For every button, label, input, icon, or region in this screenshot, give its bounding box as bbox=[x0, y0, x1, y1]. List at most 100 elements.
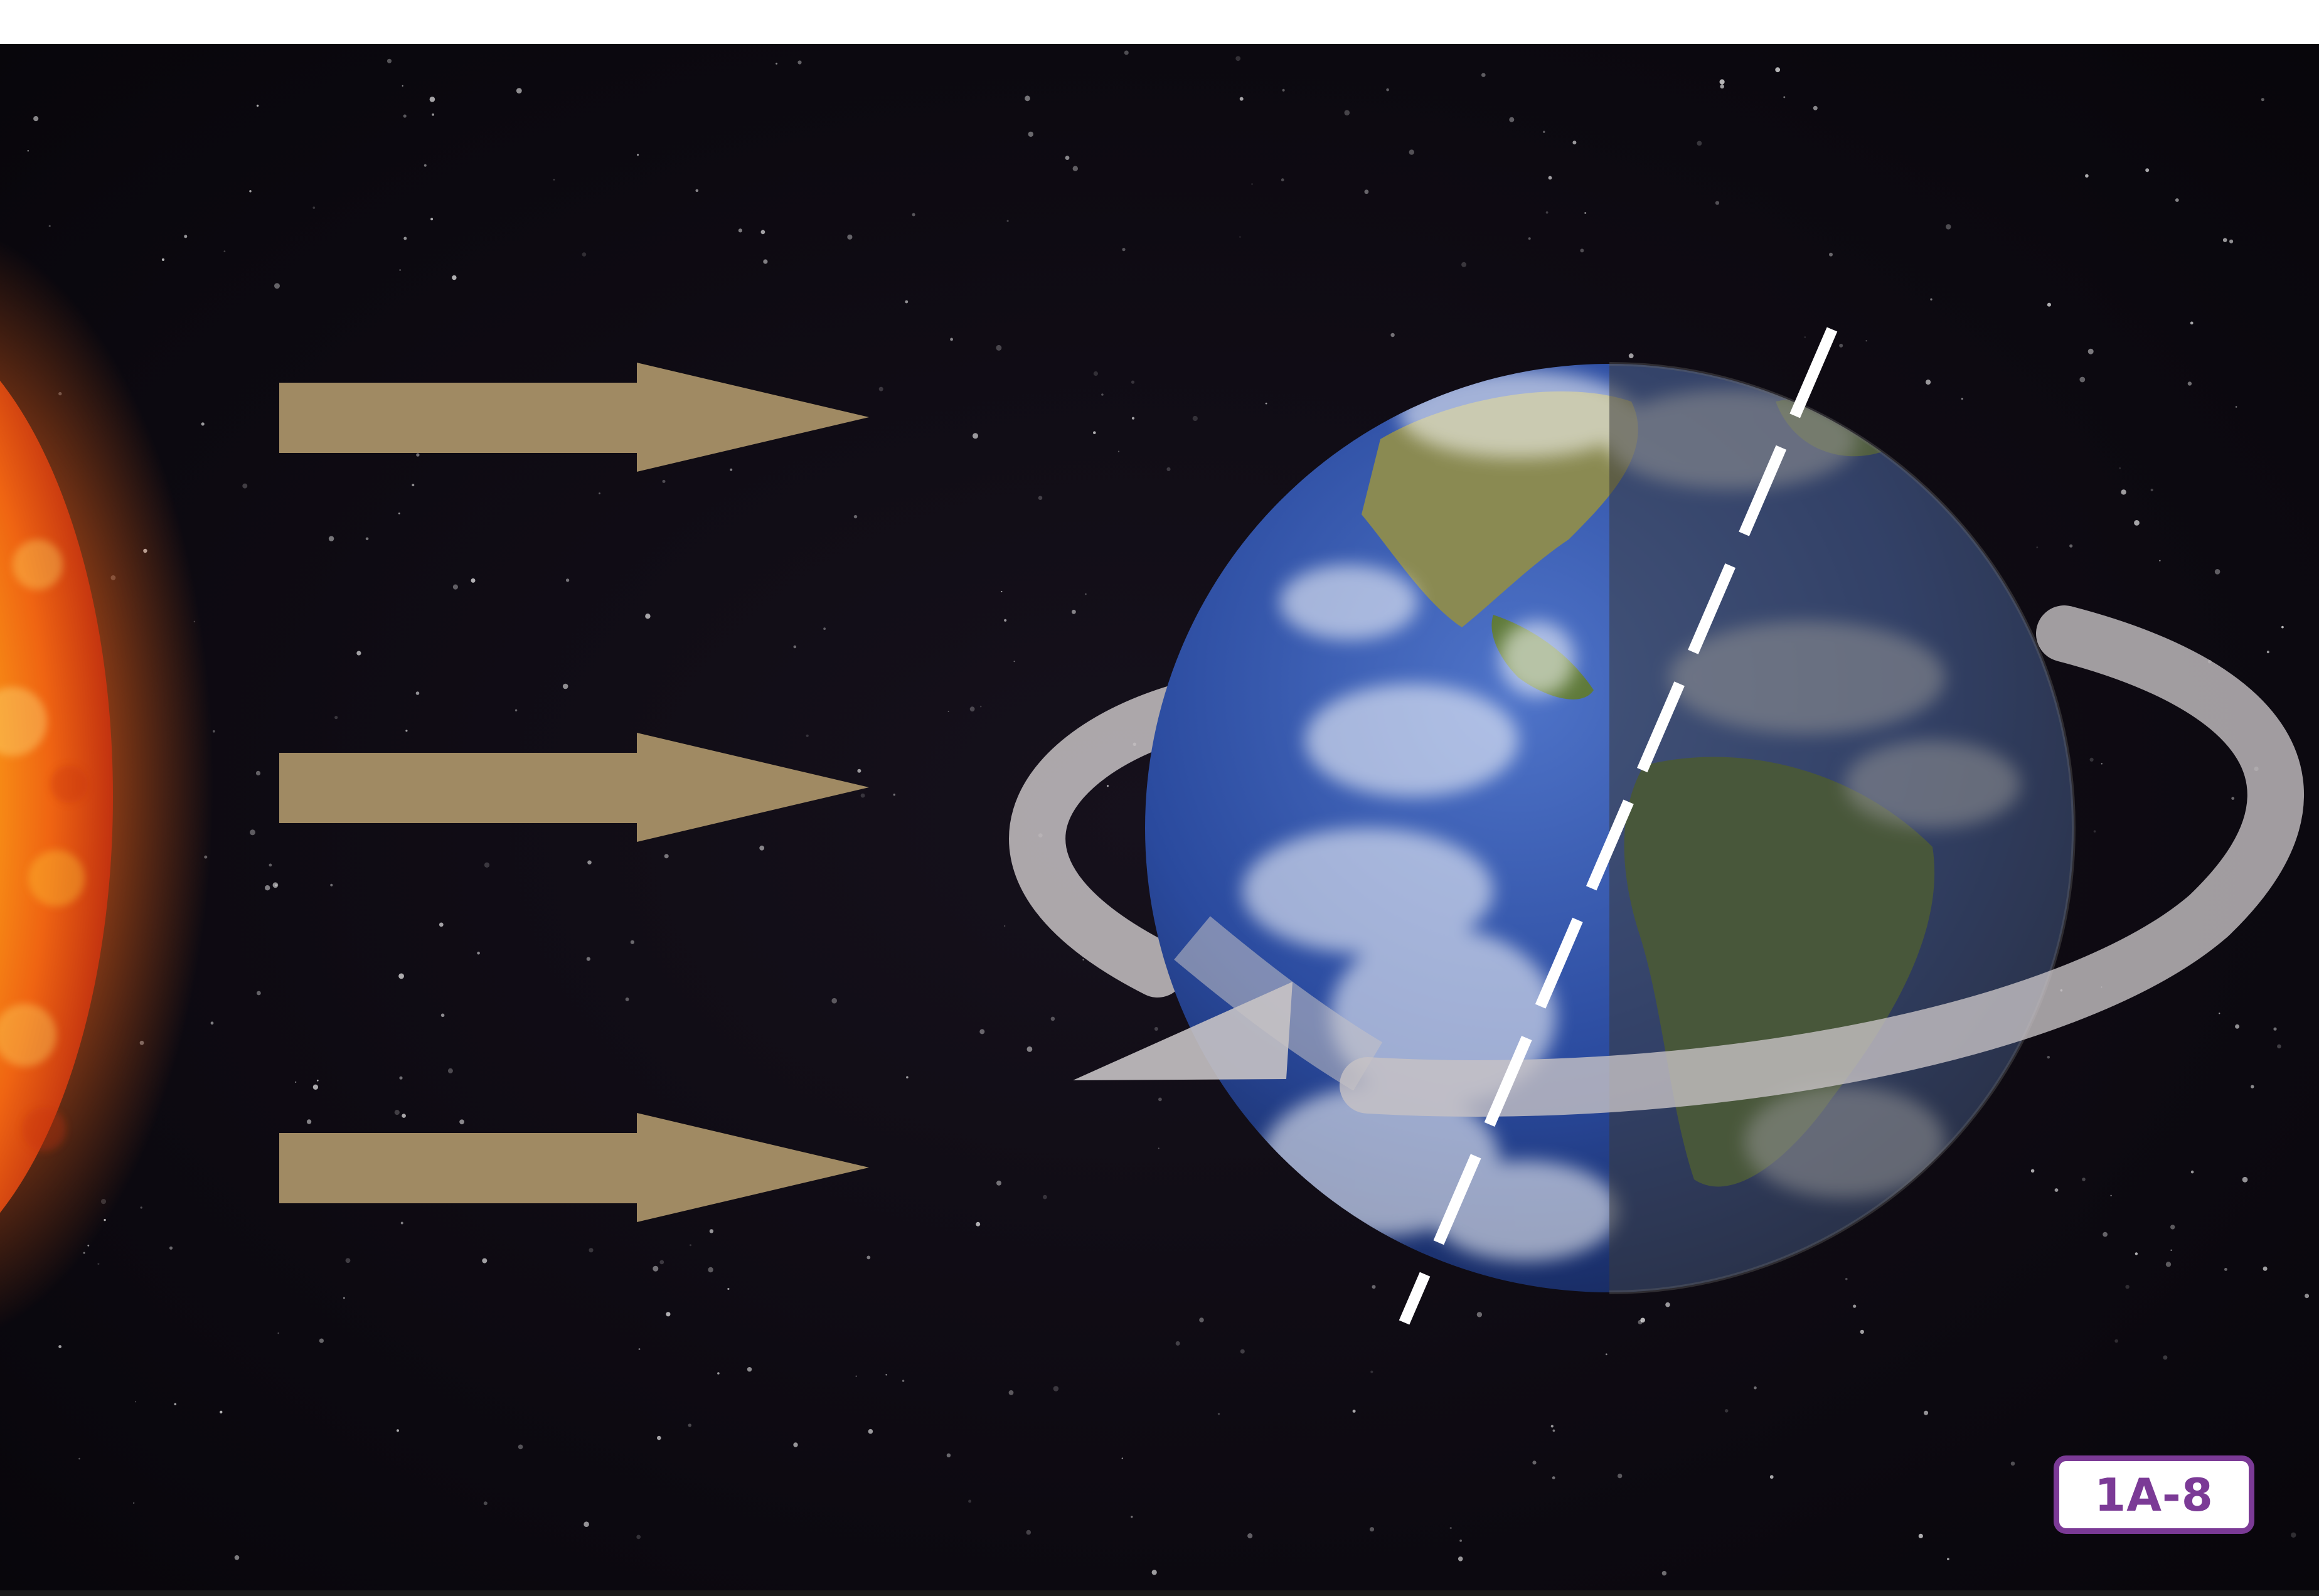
star bbox=[1007, 220, 1009, 222]
star bbox=[1004, 619, 1006, 622]
star bbox=[2111, 1195, 2112, 1196]
star bbox=[1370, 1527, 1374, 1531]
star bbox=[356, 651, 361, 656]
star bbox=[1085, 593, 1087, 595]
star bbox=[201, 422, 205, 425]
star bbox=[797, 60, 801, 64]
star bbox=[430, 218, 433, 220]
star bbox=[663, 480, 666, 483]
star bbox=[1073, 166, 1078, 171]
star bbox=[477, 952, 480, 955]
star bbox=[690, 1244, 691, 1246]
star bbox=[906, 1076, 909, 1078]
star bbox=[696, 189, 699, 193]
star bbox=[759, 846, 764, 851]
star bbox=[484, 1501, 488, 1505]
star bbox=[893, 794, 895, 795]
star bbox=[2094, 830, 2096, 833]
star bbox=[970, 706, 975, 711]
star bbox=[637, 154, 639, 156]
star bbox=[97, 1263, 99, 1265]
star bbox=[710, 1229, 713, 1233]
star bbox=[587, 860, 592, 864]
star bbox=[2125, 1285, 2129, 1289]
star bbox=[2236, 406, 2237, 408]
star bbox=[747, 1367, 752, 1371]
star bbox=[823, 627, 826, 630]
star bbox=[1094, 371, 1098, 376]
star bbox=[1584, 212, 1586, 214]
star bbox=[861, 794, 865, 798]
star bbox=[1124, 51, 1129, 55]
star bbox=[1725, 1409, 1729, 1413]
star bbox=[1549, 176, 1552, 180]
star bbox=[1122, 1457, 1123, 1459]
star bbox=[224, 250, 226, 252]
star bbox=[996, 1181, 1001, 1186]
star bbox=[1543, 131, 1545, 133]
star bbox=[2224, 1268, 2227, 1271]
star bbox=[639, 1348, 641, 1350]
star bbox=[2121, 489, 2126, 494]
star bbox=[1720, 79, 1725, 84]
star bbox=[2219, 1013, 2220, 1014]
star bbox=[448, 1068, 453, 1073]
star bbox=[213, 730, 215, 733]
star bbox=[1158, 1098, 1162, 1102]
star bbox=[599, 492, 600, 494]
star bbox=[366, 538, 369, 541]
star bbox=[2215, 569, 2220, 575]
star bbox=[2163, 1355, 2167, 1359]
star bbox=[334, 716, 338, 719]
star bbox=[1662, 1571, 1666, 1575]
star bbox=[664, 854, 669, 858]
star bbox=[1783, 96, 1785, 98]
star bbox=[1477, 1312, 1482, 1317]
star bbox=[905, 301, 908, 304]
star bbox=[626, 998, 629, 1001]
star bbox=[1629, 353, 1634, 358]
star bbox=[657, 1436, 661, 1440]
star bbox=[1372, 1285, 1376, 1289]
star bbox=[1640, 1318, 1645, 1323]
star bbox=[441, 1014, 445, 1018]
star bbox=[2134, 520, 2140, 526]
star bbox=[256, 771, 260, 775]
star bbox=[1247, 1533, 1252, 1538]
star bbox=[312, 206, 315, 209]
star bbox=[2090, 758, 2094, 762]
star bbox=[1051, 1017, 1055, 1021]
star bbox=[1028, 132, 1033, 137]
star bbox=[2273, 1028, 2276, 1031]
star bbox=[1154, 1027, 1158, 1031]
star bbox=[1281, 178, 1284, 181]
star bbox=[343, 1297, 345, 1299]
star bbox=[1450, 1527, 1452, 1529]
star bbox=[2103, 1232, 2108, 1237]
star bbox=[403, 237, 407, 240]
star bbox=[666, 1312, 670, 1316]
star bbox=[947, 1454, 951, 1457]
star bbox=[1118, 451, 1119, 452]
star bbox=[1606, 1353, 1607, 1355]
star bbox=[2235, 1024, 2239, 1029]
star bbox=[1947, 1558, 1949, 1560]
star bbox=[2079, 377, 2085, 383]
star bbox=[295, 1082, 296, 1083]
star bbox=[1176, 1341, 1180, 1346]
star bbox=[1805, 336, 1806, 338]
star bbox=[1235, 56, 1240, 61]
star bbox=[459, 1119, 464, 1124]
star bbox=[265, 885, 270, 890]
star bbox=[847, 235, 852, 240]
star bbox=[2047, 1056, 2050, 1058]
star bbox=[727, 1288, 729, 1290]
star bbox=[2082, 1178, 2086, 1181]
star bbox=[976, 1222, 980, 1226]
star bbox=[730, 469, 732, 471]
star bbox=[761, 230, 765, 235]
star bbox=[269, 864, 272, 867]
star bbox=[1930, 299, 1932, 301]
star bbox=[2231, 797, 2234, 800]
star bbox=[708, 1267, 713, 1272]
